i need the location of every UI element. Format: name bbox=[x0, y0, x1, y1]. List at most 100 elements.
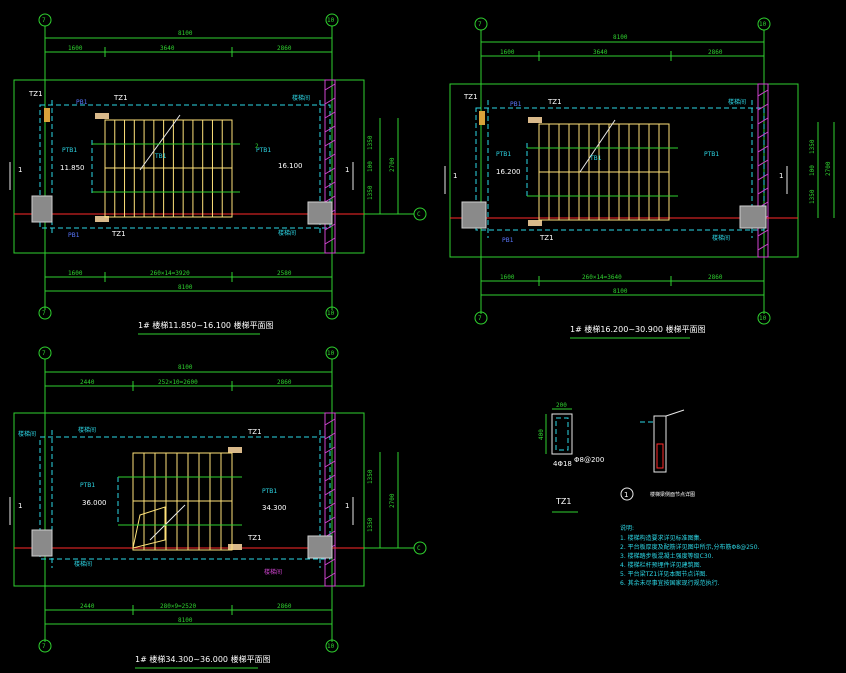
plan2-total-bottom: 8100 bbox=[613, 288, 628, 295]
plan1-blue-1: PB1 bbox=[76, 99, 88, 106]
plan1-note-tr: 楼梯间 bbox=[292, 94, 310, 102]
note-5: 5. 平台梁TZ1详见本图节点详图. bbox=[620, 570, 707, 578]
note-3: 3. 楼梯踏步板混凝土强度等级C30. bbox=[620, 552, 713, 560]
note-1: 1. 楼梯构造要求详见标准图集. bbox=[620, 534, 702, 542]
plan1-section-left: 1 bbox=[18, 166, 22, 174]
notes: 说明: 1. 楼梯构造要求详见标准图集. 2. 平台板厚度及配筋详见图中所示,分… bbox=[620, 524, 760, 587]
plan2-note-tr: 楼梯间 bbox=[728, 98, 746, 106]
plan1-bottom-dim-3: 2580 bbox=[277, 270, 292, 277]
plan1-level-right: 16.100 bbox=[278, 162, 303, 170]
plan2-right-dim-3: 1350 bbox=[809, 189, 816, 204]
plan1-right-dim-2: 100 bbox=[367, 161, 374, 172]
plan2-cyan-3: PTB1 bbox=[704, 151, 719, 158]
plan1-top-dim-1: 1600 bbox=[68, 45, 83, 52]
plan1-up-mark: 2 bbox=[255, 143, 259, 150]
plan1-cyan-1: PTB1 bbox=[62, 147, 77, 154]
plan3-right-dim-1: 1350 bbox=[367, 469, 374, 484]
plan2-bottom-dim-2: 260×14=3640 bbox=[582, 274, 622, 281]
plan1-axis-c: C bbox=[417, 211, 421, 218]
plan3-right-dim-2: 1350 bbox=[367, 517, 374, 532]
plan3-total-top: 8100 bbox=[178, 364, 193, 371]
plan1-tz-label-3: TZ1 bbox=[111, 230, 126, 238]
plan3-axis-7: 7 bbox=[42, 350, 46, 357]
plan2-note-br: 楼梯间 bbox=[712, 234, 730, 242]
plan3-note-tl: 楼梯间 bbox=[18, 430, 36, 438]
plan3-tz-label-2: TZ1 bbox=[247, 534, 262, 542]
plan2-blue-1: PB1 bbox=[510, 101, 522, 108]
plan2-right-dim-4: 2700 bbox=[825, 161, 832, 176]
plan-3: 7 10 8100 2440 252×10=2600 2860 bbox=[9, 346, 427, 669]
plan1-blue-2: PB1 bbox=[68, 232, 80, 239]
note-6: 6. 其余未尽事宜按国家现行规范执行. bbox=[620, 579, 720, 587]
plan2-blue-2: PB1 bbox=[502, 237, 514, 244]
plan1-bottom-dim-1: 1600 bbox=[68, 270, 83, 277]
plan2-title: 1# 楼梯16.200~30.900 楼梯平面图 bbox=[570, 324, 706, 334]
plan3-axis-10: 10 bbox=[327, 350, 335, 357]
plan2-tz-label-3: TZ1 bbox=[539, 234, 554, 242]
plan1-tz-label: TZ1 bbox=[28, 90, 43, 98]
detail-1-mark: 1 bbox=[624, 491, 628, 499]
plan1-right-dim-1: 1350 bbox=[367, 135, 374, 150]
plan3-total-bottom: 8100 bbox=[178, 617, 193, 624]
plan1-bottom-dim-2: 260×14=3920 bbox=[150, 270, 190, 277]
plan3-cyan-1: PTB1 bbox=[80, 482, 95, 489]
note-4: 4. 楼梯栏杆预埋件详见建筑图. bbox=[620, 561, 702, 569]
plan2-bottom-dim-3: 2860 bbox=[708, 274, 723, 281]
plan2-tz-label: TZ1 bbox=[463, 93, 478, 101]
plan-1: 7 10 8100 1600 3640 2860 bbox=[9, 13, 427, 335]
plan3-right-dim-3: 2700 bbox=[389, 493, 396, 508]
plan3-axis-10-bottom: 10 bbox=[327, 643, 335, 650]
plan3-note-top: 楼梯间 bbox=[78, 426, 96, 434]
axis-label-10: 10 bbox=[327, 17, 335, 24]
plan1-right-dim-4: 2700 bbox=[389, 157, 396, 172]
column-left bbox=[31, 195, 53, 223]
plan3-note-bl: 楼梯间 bbox=[74, 560, 92, 568]
plan2-section-left: 1 bbox=[453, 172, 457, 180]
plan2-top-dim-1: 1600 bbox=[500, 49, 515, 56]
detail-1-caption: 楼梯梁侧面节点详图 bbox=[650, 491, 695, 498]
plan3-bottom-dim-1: 2440 bbox=[80, 603, 95, 610]
plan2-top-dim-3: 2860 bbox=[708, 49, 723, 56]
plan2-right-dim-1: 1350 bbox=[809, 139, 816, 154]
plan3-axis-c: C bbox=[417, 545, 421, 552]
notes-heading: 说明: bbox=[620, 524, 634, 532]
plan2-cyan-1: PTB1 bbox=[496, 151, 511, 158]
plan2-axis-10-bottom: 10 bbox=[759, 315, 767, 322]
plan1-right-dim-3: 1350 bbox=[367, 185, 374, 200]
plan3-top-dim-3: 2860 bbox=[277, 379, 292, 386]
plan1-title: 1# 楼梯11.850~16.100 楼梯平面图 bbox=[138, 320, 274, 330]
plan2-bottom-dim-1: 1600 bbox=[500, 274, 515, 281]
plan3-top-dim-1: 2440 bbox=[80, 379, 95, 386]
plan2-right-dim-2: 100 bbox=[809, 165, 816, 176]
plan3-magenta-note: 楼梯间 bbox=[264, 568, 282, 576]
plan3-section-left: 1 bbox=[18, 502, 22, 510]
plan2-section-right: 1 bbox=[779, 172, 783, 180]
plan1-cyan-3: PTB1 bbox=[256, 147, 271, 154]
plan2-total-top: 8100 bbox=[613, 34, 628, 41]
axis-label-7: 7 bbox=[42, 17, 46, 24]
detail-1: 1 楼梯梁侧面节点详图 bbox=[620, 409, 695, 501]
plan2-axis-10: 10 bbox=[759, 21, 767, 28]
plan3-top-dim-2: 252×10=2600 bbox=[158, 379, 198, 386]
plan1-axis-7-bottom: 7 bbox=[42, 310, 46, 317]
tz1-note: 4Φ18 bbox=[553, 460, 572, 468]
plan1-total-bottom: 8100 bbox=[178, 284, 193, 291]
column-right bbox=[307, 201, 333, 225]
plan1-section-right: 1 bbox=[345, 166, 349, 174]
plan1-level-left: 11.850 bbox=[60, 164, 85, 172]
plan1-axis-10-bottom: 10 bbox=[327, 310, 335, 317]
plan1-top-dim-3: 2860 bbox=[277, 45, 292, 52]
plan3-axis-7-bottom: 7 bbox=[42, 643, 46, 650]
plan3-cyan-2: PTB1 bbox=[262, 488, 277, 495]
plan2-cyan-2: TB1 bbox=[589, 155, 602, 162]
plan3-level-right: 34.300 bbox=[262, 504, 287, 512]
plan2-axis-7-bottom: 7 bbox=[478, 315, 482, 322]
plan1-top-dim-2: 3640 bbox=[160, 45, 175, 52]
tz1-height: 400 bbox=[538, 429, 545, 440]
plan2-tz-label-2: TZ1 bbox=[547, 98, 562, 106]
plan3-bottom-dim-2: 280×9=2520 bbox=[160, 603, 197, 610]
tz1-width: 200 bbox=[556, 402, 567, 409]
plan1-cyan-2: TB1 bbox=[154, 153, 167, 160]
tz1-stirrup: Φ8@200 bbox=[574, 456, 604, 464]
